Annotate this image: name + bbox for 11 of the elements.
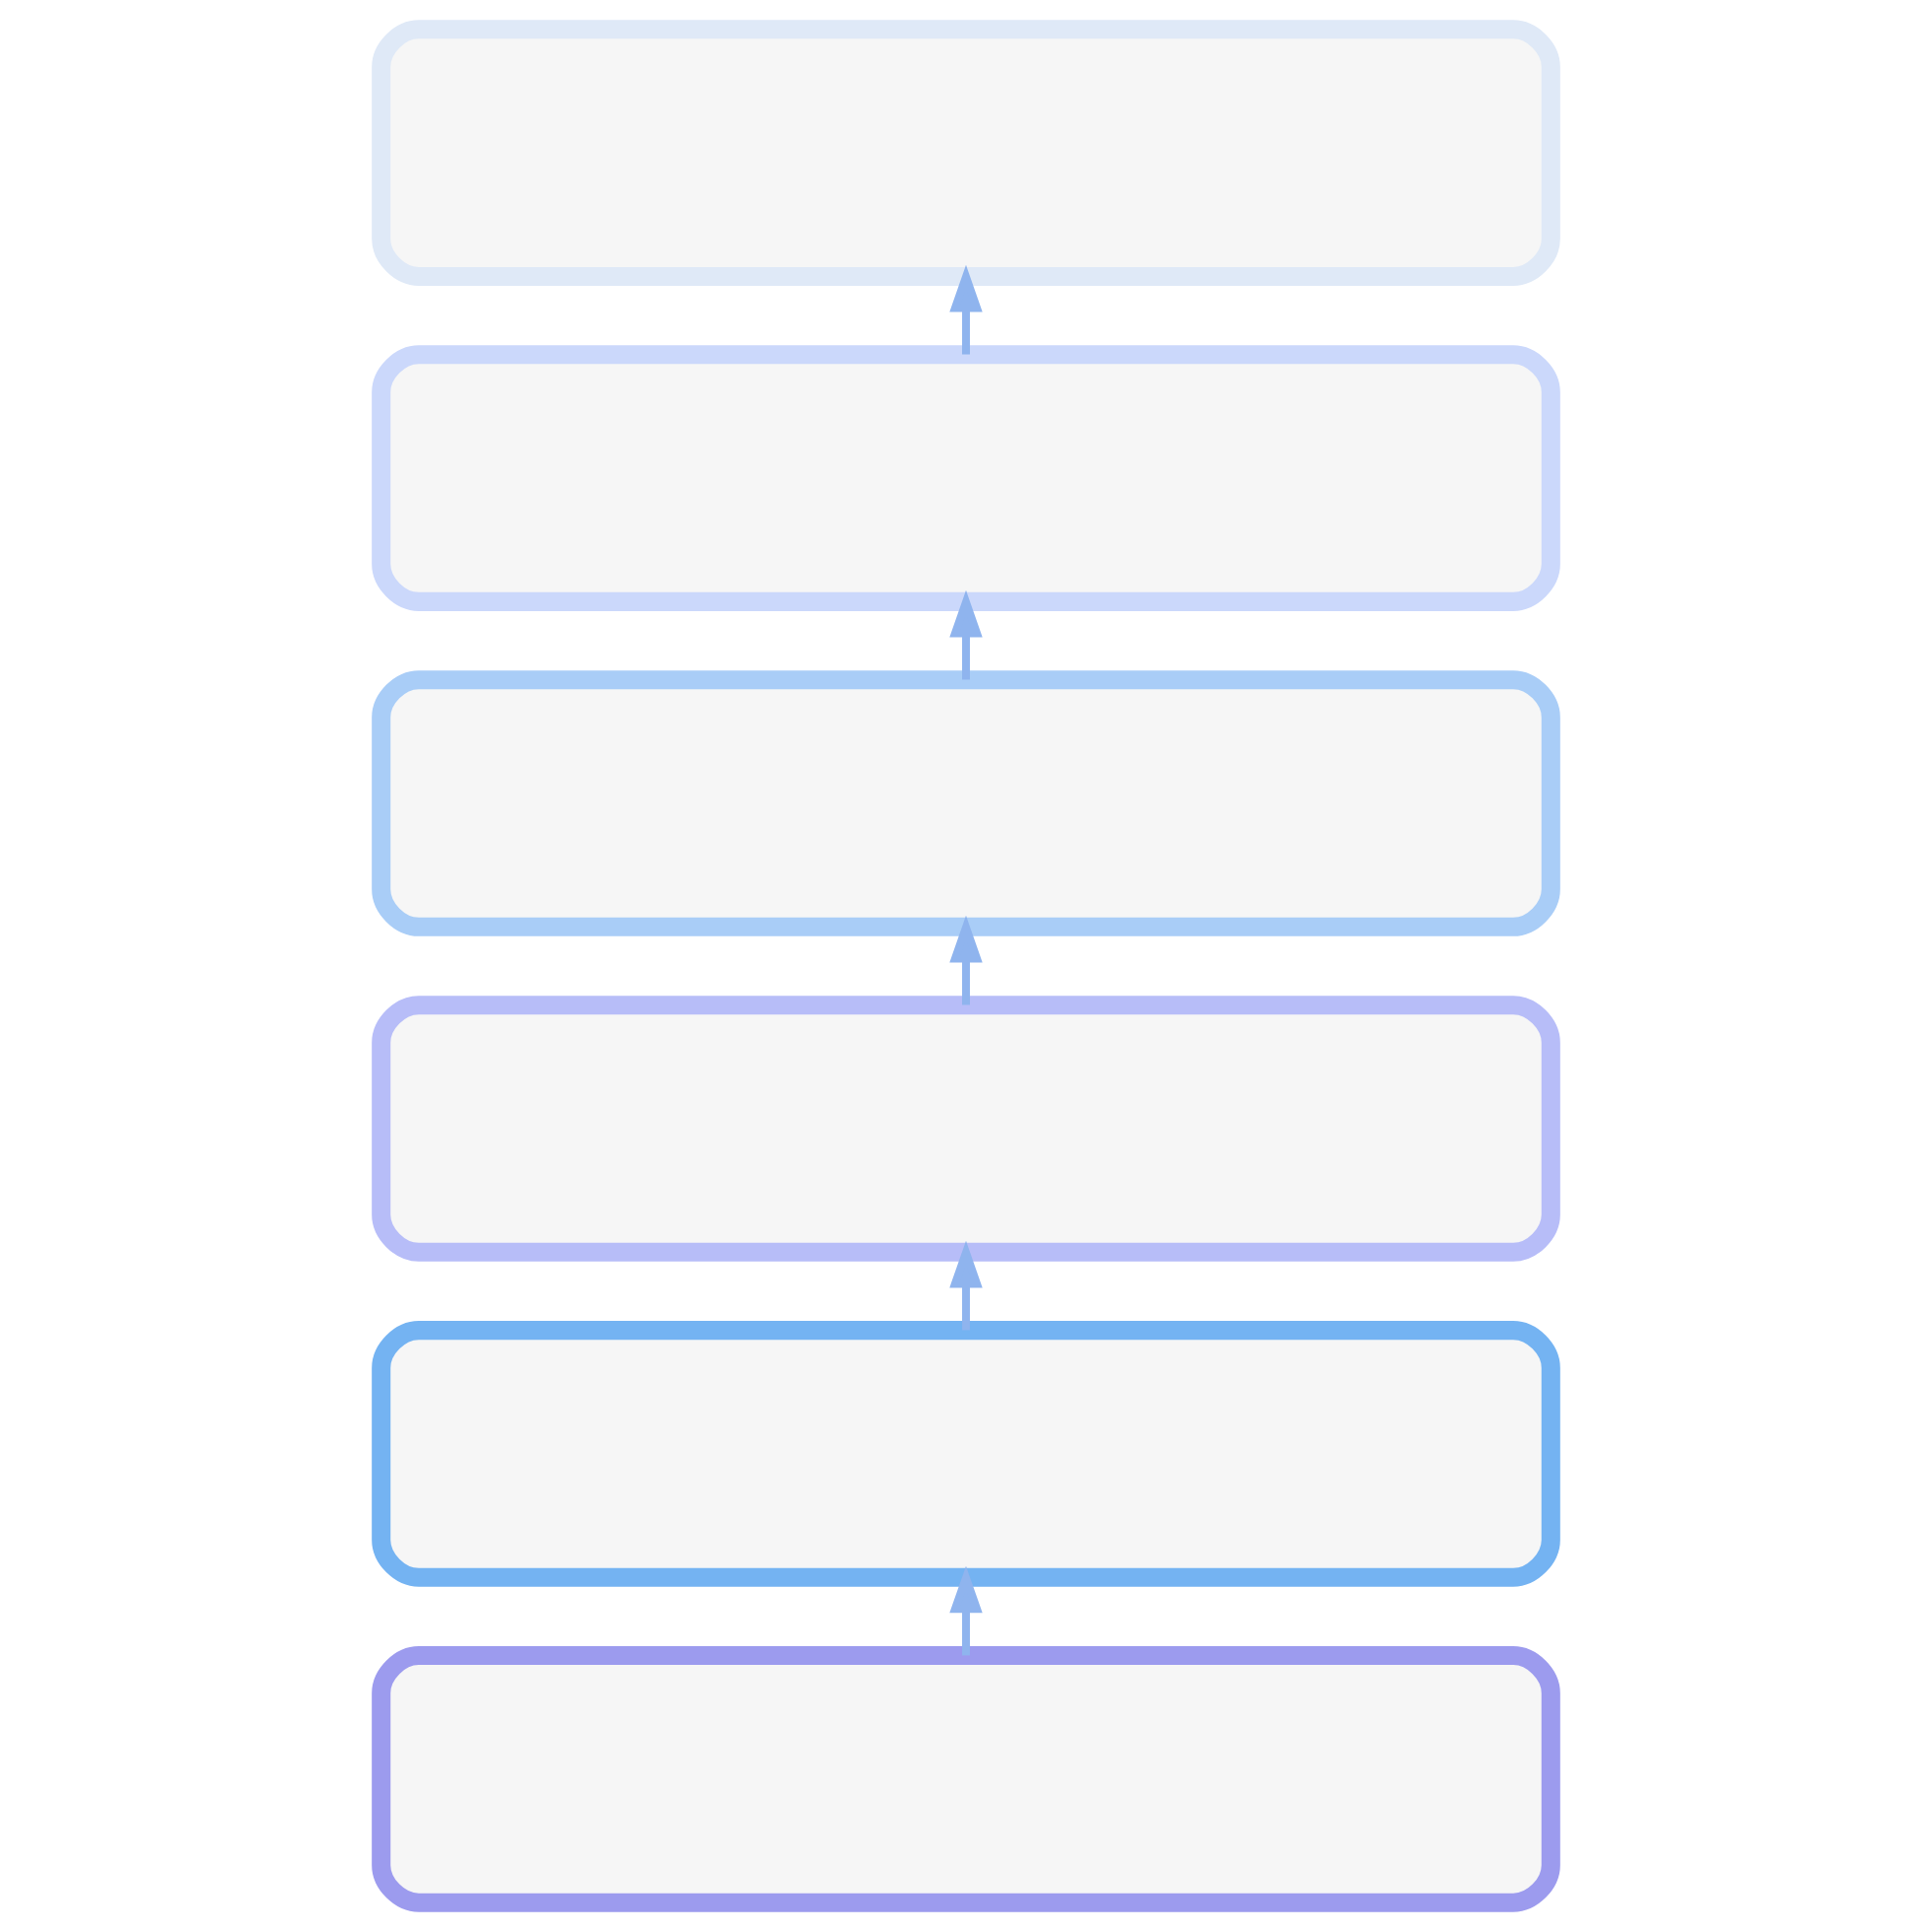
node-box <box>372 1646 1560 1912</box>
node-box <box>372 996 1560 1262</box>
node-box <box>372 20 1560 286</box>
arrow <box>949 915 983 1005</box>
node-box <box>372 1321 1560 1587</box>
arrow <box>949 1565 983 1656</box>
arrow <box>949 1240 983 1331</box>
arrow <box>949 589 983 680</box>
node-box <box>372 670 1560 936</box>
node-box <box>372 345 1560 611</box>
arrow <box>949 264 983 355</box>
